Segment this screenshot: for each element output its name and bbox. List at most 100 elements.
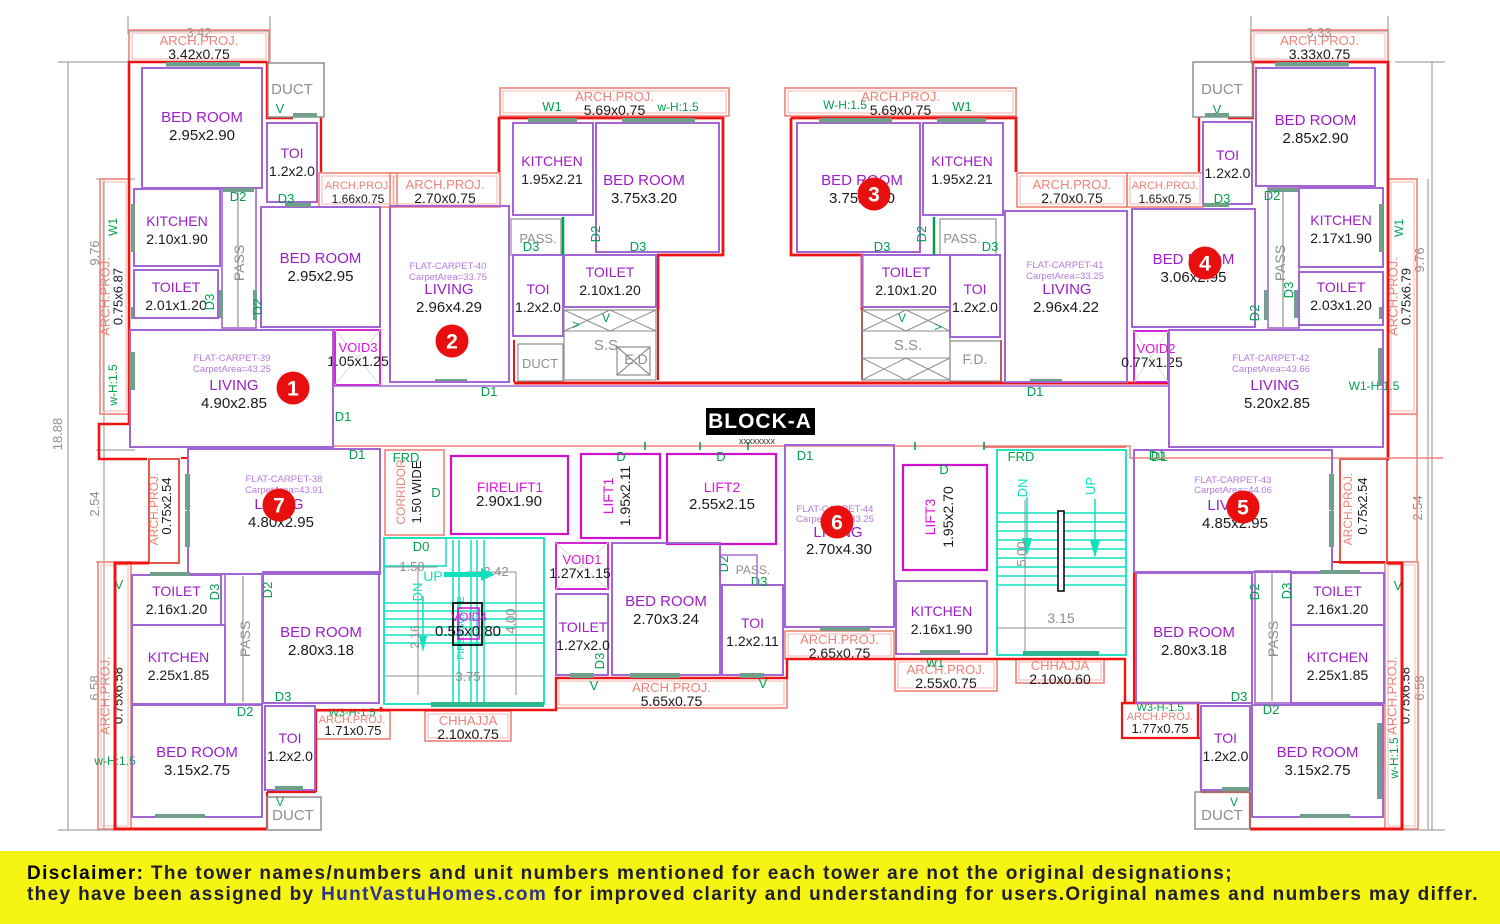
svg-text:5.69x0.75: 5.69x0.75 xyxy=(584,102,646,118)
svg-text:0.75x6.79: 0.75x6.79 xyxy=(1399,268,1414,325)
svg-text:1.2x2.0: 1.2x2.0 xyxy=(515,299,561,315)
svg-text:E.D.: E.D. xyxy=(624,351,651,367)
svg-text:VOID2: VOID2 xyxy=(1136,341,1175,356)
svg-text:LIFT1: LIFT1 xyxy=(600,478,616,515)
svg-text:D2: D2 xyxy=(588,226,603,243)
svg-text:ARCH.PROJ.: ARCH.PROJ. xyxy=(319,714,386,726)
svg-text:D0: D0 xyxy=(413,539,430,554)
svg-text:TOILET: TOILET xyxy=(1313,583,1362,599)
svg-text:PASS: PASS xyxy=(1265,621,1281,657)
svg-text:LIFT3: LIFT3 xyxy=(922,499,938,536)
svg-text:2.01x1.20: 2.01x1.20 xyxy=(145,297,207,313)
svg-text:TOILET: TOILET xyxy=(559,619,608,635)
svg-text:2.10x1.90: 2.10x1.90 xyxy=(146,231,208,247)
svg-text:0.75x6.58: 0.75x6.58 xyxy=(1398,667,1413,724)
svg-text:2.96x4.22: 2.96x4.22 xyxy=(1033,299,1099,316)
svg-text:D3: D3 xyxy=(1214,191,1231,206)
svg-text:VOID3: VOID3 xyxy=(338,340,377,355)
svg-text:0.77x1.25: 0.77x1.25 xyxy=(1121,354,1183,370)
svg-text:TOI: TOI xyxy=(526,281,549,297)
svg-text:V: V xyxy=(276,795,284,809)
svg-text:4.80x2.95: 4.80x2.95 xyxy=(248,514,314,531)
svg-text:W1: W1 xyxy=(542,99,562,114)
svg-text:D2: D2 xyxy=(1247,584,1262,601)
svg-text:FRD: FRD xyxy=(393,450,420,465)
svg-text:PASS: PASS xyxy=(231,245,247,281)
svg-text:W3-H-1.5: W3-H-1.5 xyxy=(1136,702,1183,714)
svg-text:D1: D1 xyxy=(1151,449,1168,464)
svg-text:LIVING: LIVING xyxy=(1250,377,1299,394)
svg-text:D3: D3 xyxy=(592,653,607,670)
svg-text:D3: D3 xyxy=(202,294,217,311)
svg-text:W-H:1.5: W-H:1.5 xyxy=(823,98,867,112)
svg-text:FLAT-CARPET-38: FLAT-CARPET-38 xyxy=(246,474,323,485)
svg-text:2.85x2.90: 2.85x2.90 xyxy=(1283,130,1349,147)
svg-text:W1: W1 xyxy=(106,218,120,236)
svg-text:D2: D2 xyxy=(1264,188,1281,203)
svg-text:1.65x0.75: 1.65x0.75 xyxy=(1139,192,1192,206)
svg-text:D3: D3 xyxy=(278,191,295,206)
svg-text:2.25x1.85: 2.25x1.85 xyxy=(148,667,210,683)
svg-text:PASS.: PASS. xyxy=(519,231,556,246)
svg-text:CHHAJJA: CHHAJJA xyxy=(1031,658,1090,673)
svg-text:1.71x0.75: 1.71x0.75 xyxy=(324,723,381,738)
svg-text:1.95x2.21: 1.95x2.21 xyxy=(931,171,993,187)
svg-text:BLOCK-A: BLOCK-A xyxy=(708,410,812,433)
svg-text:D3: D3 xyxy=(523,239,540,254)
svg-text:BED ROOM: BED ROOM xyxy=(1153,624,1235,641)
svg-text:PASS: PASS xyxy=(237,621,253,657)
svg-text:5.00: 5.00 xyxy=(1014,541,1029,566)
svg-text:D2: D2 xyxy=(260,582,275,599)
svg-text:2.70x0.75: 2.70x0.75 xyxy=(414,190,476,206)
svg-text:S.S.: S.S. xyxy=(894,337,922,354)
svg-text:1.27x2.0: 1.27x2.0 xyxy=(556,637,610,653)
svg-text:0.75x2.54: 0.75x2.54 xyxy=(159,477,174,534)
svg-text:9.76: 9.76 xyxy=(87,240,102,265)
svg-text:3.75x3.20: 3.75x3.20 xyxy=(611,190,677,207)
svg-text:DN: DN xyxy=(1015,479,1030,498)
svg-text:FLAT-CARPET-41: FLAT-CARPET-41 xyxy=(1027,260,1104,271)
svg-text:DUCT: DUCT xyxy=(272,807,314,824)
svg-text:TOILET: TOILET xyxy=(882,264,931,280)
svg-text:5.65x0.75: 5.65x0.75 xyxy=(641,693,703,709)
svg-text:2.25x1.85: 2.25x1.85 xyxy=(1307,667,1369,683)
svg-text:V: V xyxy=(759,676,768,691)
svg-text:D1: D1 xyxy=(797,448,814,463)
svg-text:0.75x2.54: 0.75x2.54 xyxy=(1355,477,1370,534)
svg-text:V: V xyxy=(115,577,124,592)
svg-text:D3: D3 xyxy=(874,239,891,254)
svg-text:CarpetArea=44.06: CarpetArea=44.06 xyxy=(1194,485,1272,496)
svg-text:2.16: 2.16 xyxy=(408,625,422,649)
svg-text:2.65x0.75: 2.65x0.75 xyxy=(809,645,871,661)
svg-text:2.17x1.90: 2.17x1.90 xyxy=(1310,230,1372,246)
svg-text:V: V xyxy=(1230,795,1238,809)
svg-text:1: 1 xyxy=(287,378,299,401)
svg-text:W1: W1 xyxy=(952,99,972,114)
svg-text:1.50: 1.50 xyxy=(399,559,424,574)
svg-text:D1: D1 xyxy=(481,384,498,399)
svg-text:D3: D3 xyxy=(1231,689,1248,704)
svg-text:FLAT-CARPET-42: FLAT-CARPET-42 xyxy=(1233,353,1310,364)
svg-text:5: 5 xyxy=(1237,497,1249,520)
svg-text:D3: D3 xyxy=(1281,282,1296,299)
svg-text:ARCH.PROJ.: ARCH.PROJ. xyxy=(147,473,161,546)
svg-text:1.2x2.0: 1.2x2.0 xyxy=(1205,165,1251,181)
svg-text:2.16x1.90: 2.16x1.90 xyxy=(911,621,973,637)
svg-text:2: 2 xyxy=(446,331,458,354)
svg-text:ARCH.PROJ.: ARCH.PROJ. xyxy=(98,257,113,336)
svg-text:D2: D2 xyxy=(237,704,254,719)
svg-text:TOI: TOI xyxy=(278,730,301,746)
svg-text:ARCH.PROJ.: ARCH.PROJ. xyxy=(1033,177,1112,192)
svg-text:w-H:1.5: w-H:1.5 xyxy=(106,364,120,407)
svg-text:1.95x2.11: 1.95x2.11 xyxy=(617,466,633,527)
svg-text:PASS.: PASS. xyxy=(943,231,980,246)
svg-text:ARCH.PROJ.: ARCH.PROJ. xyxy=(1132,180,1199,192)
svg-text:V: V xyxy=(590,678,599,693)
svg-text:LIVING: LIVING xyxy=(209,377,258,394)
svg-text:1.66x0.75: 1.66x0.75 xyxy=(332,192,385,206)
svg-text:ARCH.PROJ.: ARCH.PROJ. xyxy=(406,177,485,192)
svg-text:LIVING: LIVING xyxy=(1042,281,1091,298)
svg-text:V: V xyxy=(1213,102,1222,117)
svg-text:1.27x1.15: 1.27x1.15 xyxy=(549,565,611,581)
svg-text:BED ROOM: BED ROOM xyxy=(161,109,243,126)
